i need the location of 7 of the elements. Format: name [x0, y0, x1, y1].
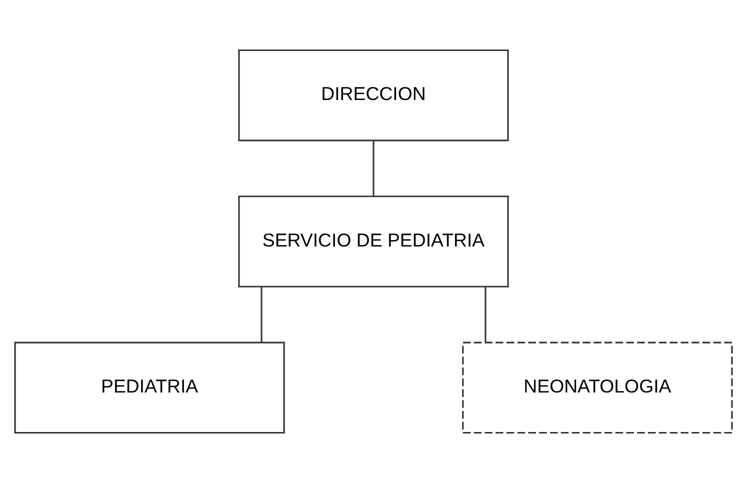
node-box: NEONATOLOGIA [462, 341, 733, 434]
node-box: DIRECCION [238, 48, 509, 141]
node-box: SERVICIO DE PEDIATRIA [238, 195, 509, 287]
connector [484, 286, 486, 342]
node-box: PEDIATRIA [14, 341, 285, 434]
connector [372, 140, 374, 196]
connector [260, 286, 262, 342]
